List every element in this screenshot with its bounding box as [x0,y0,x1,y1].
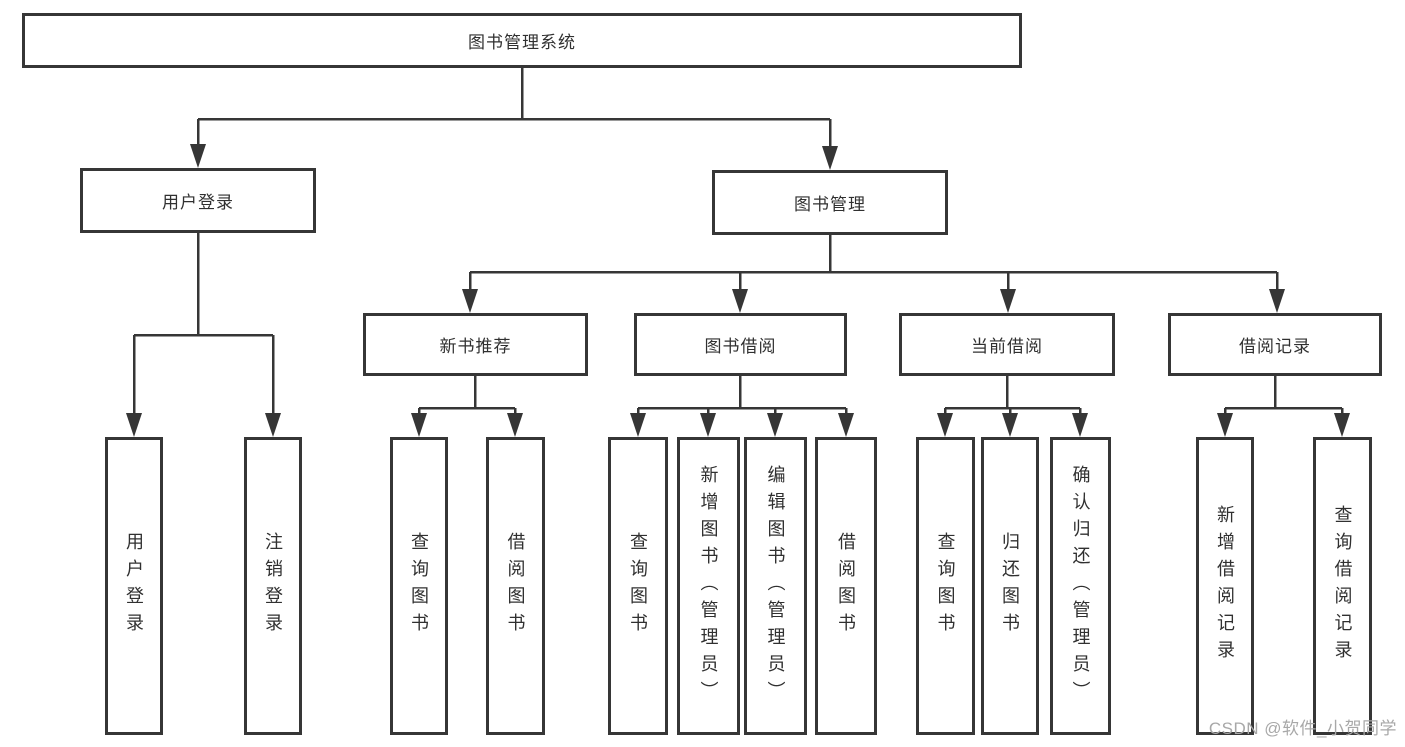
node-user-login-label: 用户登录 [162,193,234,212]
node-book-management: 图书管理 [712,170,948,235]
leaf-return-book: 归还图书 [981,437,1039,735]
connector-current-borrow-to-leaves [937,376,1088,437]
node-new-book-recommend-label: 新书推荐 [439,337,512,356]
leaf-return-book-label: 归还图书 [1000,532,1020,640]
leaf-user-login-label: 用户登录 [124,532,144,640]
leaf-add-borrow-record: 新增借阅记录 [1196,437,1254,735]
leaf-confirm-return-admin-label: 确认归还（管理员） [1070,464,1091,708]
leaf-logout: 注销登录 [244,437,302,735]
leaf-user-login: 用户登录 [105,437,163,735]
leaf-borrow-books-label: 借阅图书 [836,532,856,640]
node-user-login: 用户登录 [80,168,316,233]
node-current-borrow: 当前借阅 [899,313,1115,376]
leaf-borrow-books-recommend-label: 借阅图书 [505,532,526,640]
connector-book-management-to-sections [462,235,1285,313]
csdn-watermark: CSDN @软件_小贺同学 [1208,719,1397,738]
leaf-query-books-recommend: 查询图书 [390,437,448,735]
leaf-confirm-return-admin: 确认归还（管理员） [1050,437,1111,735]
leaf-borrow-books-recommend: 借阅图书 [486,437,545,735]
connector-root-to-level2 [190,68,838,170]
connector-new-book-recommend-to-leaves [411,376,523,437]
leaf-query-borrow-record-label: 查询借阅记录 [1332,505,1353,667]
leaf-query-books-recommend-label: 查询图书 [409,532,429,640]
node-root-label: 图书管理系统 [468,33,576,52]
node-book-borrow: 图书借阅 [634,313,847,376]
leaf-query-books-current-label: 查询图书 [935,532,956,640]
leaf-add-book-admin: 新增图书（管理员） [677,437,740,735]
node-book-borrow-label: 图书借阅 [704,337,777,356]
connector-borrow-records-to-leaves [1217,376,1350,437]
node-current-borrow-label: 当前借阅 [971,337,1043,356]
node-borrow-records: 借阅记录 [1168,313,1382,376]
leaf-logout-label: 注销登录 [263,532,283,640]
connector-user-login-to-leaves [126,233,281,437]
node-book-management-label: 图书管理 [794,195,866,214]
leaf-query-books-borrow: 查询图书 [608,437,668,735]
leaf-edit-book-admin-label: 编辑图书（管理员） [765,464,786,708]
leaf-add-book-admin-label: 新增图书（管理员） [698,464,719,708]
node-borrow-records-label: 借阅记录 [1239,337,1311,356]
leaf-edit-book-admin: 编辑图书（管理员） [744,437,807,735]
leaf-query-books-current: 查询图书 [916,437,975,735]
leaf-query-books-borrow-label: 查询图书 [628,532,648,640]
connector-book-borrow-to-leaves [630,376,854,437]
node-new-book-recommend: 新书推荐 [363,313,588,376]
node-root: 图书管理系统 [22,13,1022,68]
leaf-borrow-books: 借阅图书 [815,437,877,735]
leaf-query-borrow-record: 查询借阅记录 [1313,437,1372,735]
leaf-add-borrow-record-label: 新增借阅记录 [1215,505,1235,667]
